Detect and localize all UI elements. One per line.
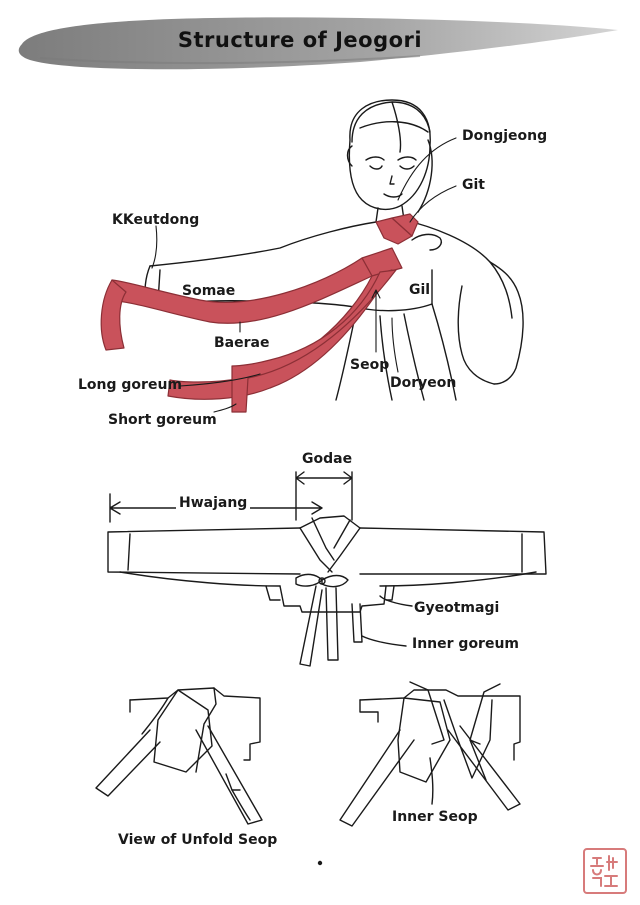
goreum-ribbons <box>100 213 419 413</box>
label-dongjeong: Dongjeong <box>462 128 548 144</box>
figure-unfold-seop <box>95 687 263 825</box>
title-brush-stroke <box>18 17 618 70</box>
label-gil: Gil <box>409 282 431 298</box>
figure-inner-seop <box>339 681 521 827</box>
label-view-unfold-seop: View of Unfold Seop <box>118 832 278 848</box>
label-hwajang: Hwajang <box>176 495 251 511</box>
label-baerae: Baerae <box>214 335 270 351</box>
label-godae: Godae <box>302 451 353 467</box>
top-pointers <box>151 137 457 413</box>
label-long-goreum: Long goreum <box>78 377 182 393</box>
label-short-goreum: Short goreum <box>108 412 217 428</box>
label-somae: Somae <box>182 283 236 299</box>
page-title: Structure of Jeogori <box>177 28 423 52</box>
label-inner-goreum: Inner goreum <box>412 636 520 652</box>
label-git: Git <box>462 177 485 193</box>
label-doryeon: Doryeon <box>390 375 457 391</box>
figure-flat-jeogori <box>107 471 547 667</box>
label-inner-seop: Inner Seop <box>392 809 478 825</box>
label-gyeotmagi: Gyeotmagi <box>414 600 500 616</box>
artist-seal-icon <box>583 848 627 894</box>
label-seop: Seop <box>350 357 390 373</box>
label-kkeutdong: KKeutdong <box>112 212 200 228</box>
